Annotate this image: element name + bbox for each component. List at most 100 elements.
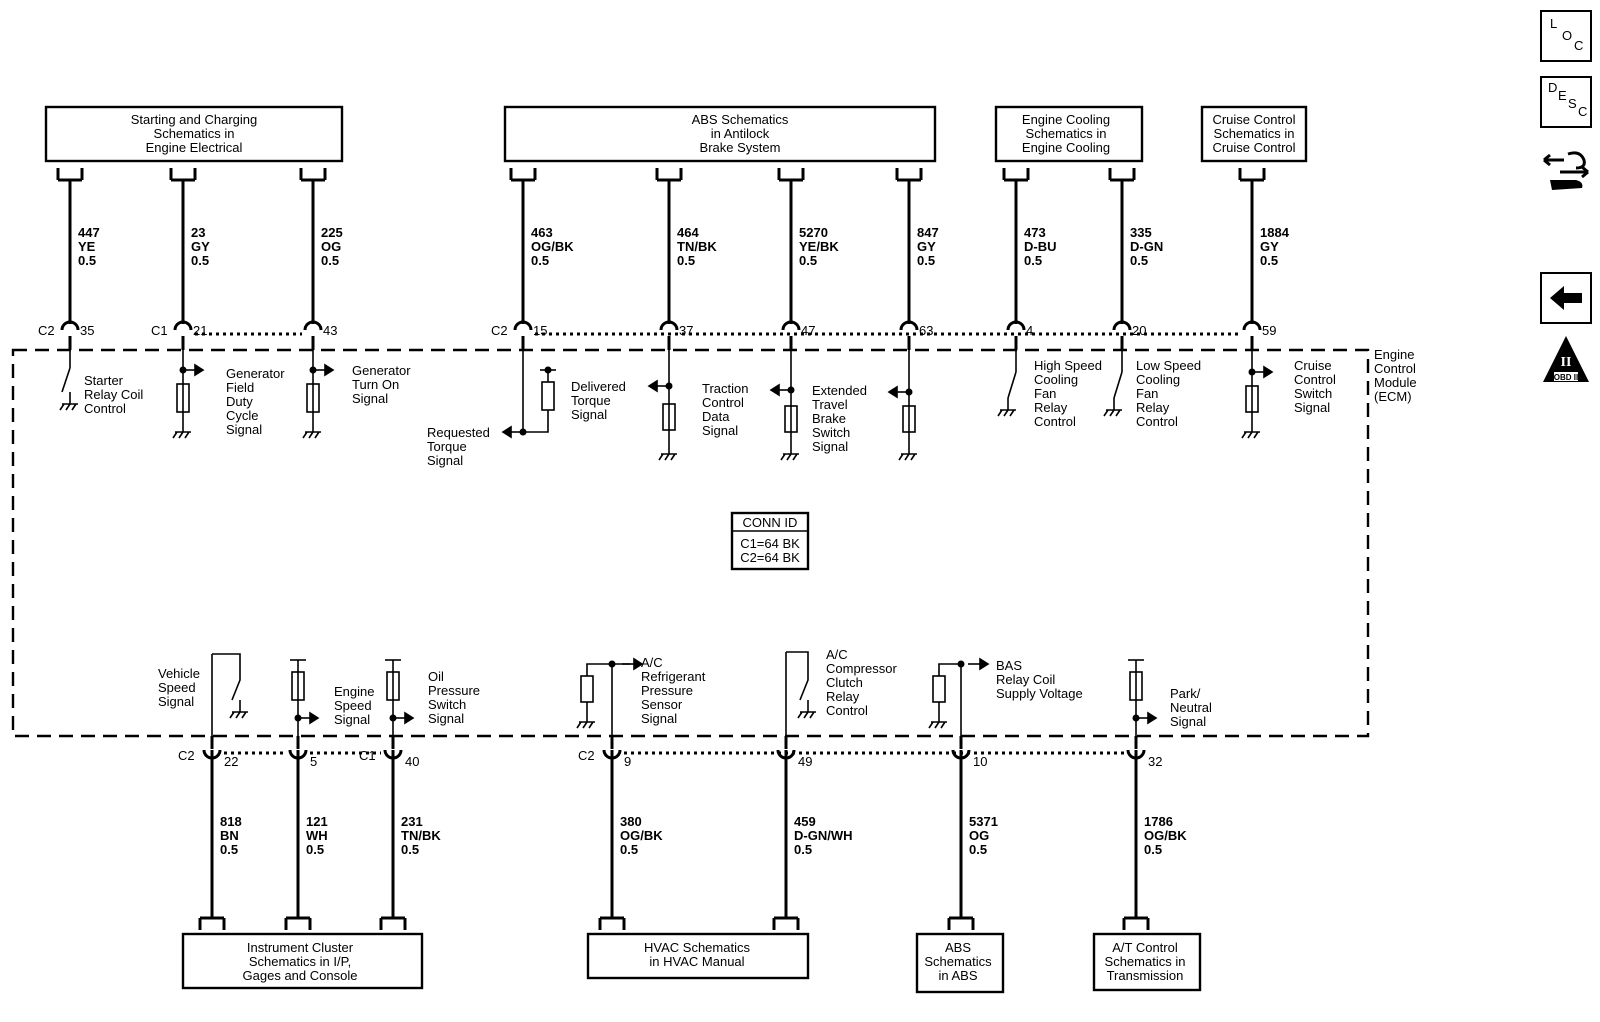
function-label: Switch [428, 697, 466, 712]
wire-size: 0.5 [799, 253, 817, 268]
pin-number: 47 [801, 323, 815, 338]
arrow-left-icon [1550, 286, 1582, 310]
signal-arrow [324, 363, 335, 377]
wire-size: 0.5 [1024, 253, 1042, 268]
circuit-number: 473 [1024, 225, 1046, 240]
function-label: Signal [812, 439, 848, 454]
wire-size: 0.5 [306, 842, 324, 857]
function-label: Pressure [428, 683, 480, 698]
back-button[interactable] [1540, 272, 1592, 324]
circuit-number: 335 [1130, 225, 1152, 240]
function-label: Control [84, 401, 126, 416]
wire-size: 0.5 [1144, 842, 1162, 857]
trace [586, 663, 612, 676]
wire-color: WH [306, 828, 328, 843]
function-label: Data [702, 409, 730, 424]
function-label: Requested [427, 425, 490, 440]
pin-number: 59 [1262, 323, 1276, 338]
signal-arrow [501, 425, 512, 439]
wire-color: OG/BK [1144, 828, 1187, 843]
terminal-pin [169, 168, 197, 182]
resistor [176, 383, 190, 413]
location-view-button[interactable]: L O C [1540, 10, 1592, 62]
function-label: Extended [812, 383, 867, 398]
pin-number: 22 [224, 754, 238, 769]
wire-size: 0.5 [220, 842, 238, 857]
header-box-text: Engine Cooling [1022, 112, 1110, 127]
loc-letter-l: L [1550, 16, 1558, 31]
circuit-number: 447 [78, 225, 100, 240]
circuit-number: 23 [191, 225, 205, 240]
function-label: Signal [641, 711, 677, 726]
obd-ii-icon: II OBD II [1543, 336, 1589, 382]
function-label: Signal [1294, 400, 1330, 415]
terminal-pin [1002, 168, 1030, 182]
function-label: Torque [571, 393, 611, 408]
resistor [662, 403, 676, 431]
relay-switch [1007, 371, 1017, 399]
function-label: Cruise [1294, 358, 1332, 373]
ground-symbol [59, 403, 78, 411]
header-box-text: Schematics in [1214, 126, 1295, 141]
conn-id-box [730, 511, 810, 571]
connector-pin-arc [173, 320, 193, 331]
pin-number: 4 [1026, 323, 1033, 338]
wire-size: 0.5 [794, 842, 812, 857]
obd-ii-button[interactable]: II OBD II [1540, 334, 1592, 386]
relay-switch [1113, 371, 1123, 399]
function-label: Control [1136, 414, 1178, 429]
pin-number: 5 [310, 754, 317, 769]
pin-number: 63 [919, 323, 933, 338]
signal-arrow [769, 383, 780, 397]
ecm-label: Engine [1374, 347, 1414, 362]
function-label: Control [1294, 372, 1336, 387]
conn-id-title: CONN ID [743, 515, 798, 530]
function-label: Park/ [1170, 686, 1201, 701]
header-box-cruise [1200, 105, 1308, 163]
pin-number: 49 [798, 754, 812, 769]
loc-letter-c: C [1574, 38, 1584, 53]
ecm-label: (ECM) [1374, 389, 1412, 404]
connector-pin-arc [1242, 320, 1262, 331]
conn-id-line: C2=64 BK [740, 550, 800, 565]
header-box-text: Schematics in [154, 126, 235, 141]
footer-box-instrument [181, 932, 424, 990]
connector-pin-arc [659, 320, 679, 331]
function-label: A/C [641, 655, 663, 670]
trace [938, 663, 961, 676]
connector-pin-arc [303, 320, 323, 331]
function-label: Turn On [352, 377, 399, 392]
function-label: Brake [812, 411, 846, 426]
header-box-starting [44, 105, 344, 163]
function-label: Relay [1136, 400, 1170, 415]
signal-arrow [309, 711, 320, 725]
header-box-text: Cruise Control [1212, 112, 1295, 127]
wire-color: GY [191, 239, 210, 254]
ground-symbol [928, 721, 947, 729]
signal-arrow [194, 363, 205, 377]
terminal-pin [777, 168, 805, 182]
connector-pin-arc [60, 320, 80, 331]
description-view-button[interactable]: D E S C [1540, 76, 1592, 128]
wire-color: D-BU [1024, 239, 1057, 254]
function-label: Low Speed [1136, 358, 1201, 373]
header-box-text: Schematics in [1026, 126, 1107, 141]
speed-switch [212, 653, 241, 701]
wire-color: OG [969, 828, 989, 843]
connector-pin-arc [781, 320, 801, 331]
obd-ii-label: OBD II [1554, 373, 1578, 382]
function-label: Supply Voltage [996, 686, 1083, 701]
pin-number: 15 [533, 323, 547, 338]
function-label: Cooling [1034, 372, 1078, 387]
terminal-pin [598, 916, 626, 930]
function-label: Cooling [1136, 372, 1180, 387]
header-box-text: Cruise Control [1212, 140, 1295, 155]
function-label: Generator [352, 363, 411, 378]
resistor [902, 405, 916, 433]
footer-box-text: in ABS [938, 968, 977, 983]
footer-box-text: Schematics in I/P, [249, 954, 351, 969]
connector-repair-button[interactable] [1540, 146, 1592, 198]
ground-symbol [797, 711, 816, 719]
resistor [386, 671, 400, 701]
signal-arrow [404, 711, 415, 725]
